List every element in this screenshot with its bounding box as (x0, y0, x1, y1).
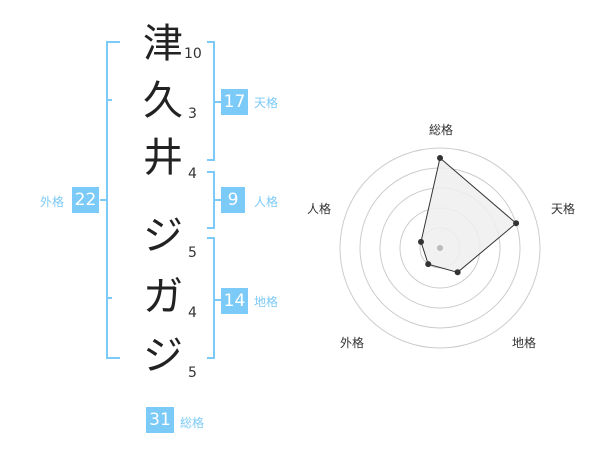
chikaku-label: 地格 (254, 295, 279, 309)
stroke-count-6: 5 (188, 365, 197, 381)
soukaku-value: 31 (146, 407, 174, 433)
radar-axis-label-1: 総格 (429, 122, 453, 137)
stroke-count-2: 3 (188, 106, 197, 122)
name-char-2: 久 (143, 78, 183, 124)
radar-axis-label-4: 外格 (340, 335, 364, 350)
stroke-count-4: 5 (188, 245, 197, 261)
stroke-count-5: 4 (188, 305, 197, 321)
radar-point-1 (437, 155, 443, 161)
soukaku-label: 総格 (180, 416, 205, 430)
chikaku-bracket (207, 237, 215, 359)
jinkaku-label: 人格 (254, 195, 279, 209)
radar-ring-5 (339, 147, 541, 349)
name-char-5: ガ (143, 274, 183, 320)
name-char-6: ジ (143, 333, 183, 379)
radar-point-5 (417, 238, 424, 245)
name-char-3: 井 (143, 135, 183, 181)
radar-center-dot (437, 245, 443, 251)
radar-point-2 (513, 220, 520, 227)
chikaku-value: 14 (221, 288, 248, 314)
gaikaku-value: 22 (72, 187, 99, 213)
gaikaku-label: 外格 (40, 195, 65, 209)
radar-points (417, 155, 520, 276)
tenkaku-label: 天格 (254, 96, 279, 110)
radar-point-3 (454, 269, 461, 276)
stroke-count-1: 10 (184, 46, 202, 62)
radar-area (420, 157, 517, 273)
tenkaku-value: 17 (221, 89, 248, 115)
radar-axis-label-3: 地格 (512, 335, 536, 350)
radar-axis-label-2: 天格 (551, 201, 575, 216)
radar-point-4 (425, 261, 432, 268)
name-char-1: 津 (143, 21, 183, 67)
name-char-4: ジ (143, 213, 183, 259)
stroke-count-3: 4 (188, 166, 197, 182)
jinkaku-value: 9 (221, 187, 245, 213)
radar-axis-label-5: 人格 (307, 201, 331, 216)
